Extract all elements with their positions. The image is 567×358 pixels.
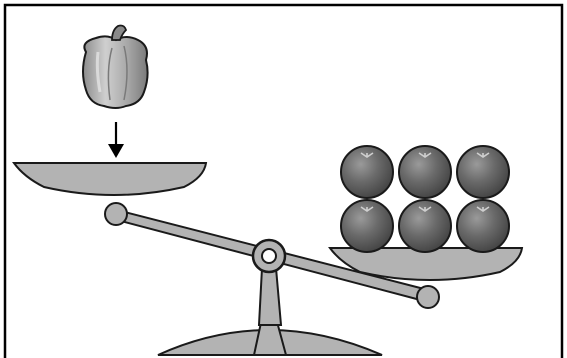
beam-left-knob xyxy=(104,202,128,226)
tomato-icon xyxy=(398,199,452,253)
pepper-stem xyxy=(111,24,128,41)
tomato-icon xyxy=(456,199,510,253)
beam-right-knob xyxy=(416,285,440,309)
bell-pepper-icon xyxy=(82,24,149,109)
right-pan xyxy=(328,247,524,281)
tomato-icon xyxy=(340,145,394,199)
tomato-group xyxy=(340,145,510,253)
tomato-icon xyxy=(398,145,452,199)
down-arrow-icon xyxy=(108,122,124,158)
left-pan xyxy=(12,162,208,196)
tomato-icon xyxy=(340,199,394,253)
tomato-icon xyxy=(456,145,510,199)
scale-stem xyxy=(257,267,283,326)
pivot-hole xyxy=(261,248,277,264)
